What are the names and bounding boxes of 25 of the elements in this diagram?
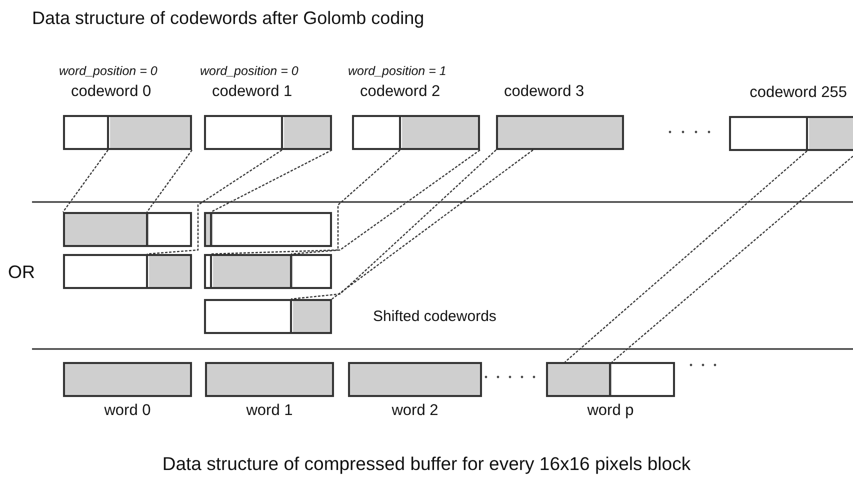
dashed-mapping-line — [332, 150, 534, 300]
dashed-mapping-line — [290, 150, 496, 300]
dashed-mapping-line — [210, 149, 332, 213]
diagram-caption: Data structure of compressed buffer for every 16x16 pixels block — [161, 453, 692, 475]
dashed-mapping-line — [62, 150, 108, 212]
codeword-label: codeword 255 — [750, 84, 847, 102]
operation-label: OR — [8, 262, 35, 283]
codeword-label: codeword 3 — [504, 83, 584, 101]
word-label: word 1 — [245, 402, 294, 420]
dashed-mapping-line — [564, 150, 808, 362]
codeword-label: codeword 2 — [360, 83, 440, 101]
codeword-label: codeword 1 — [212, 83, 292, 101]
word-position-label: word_position = 0 — [200, 64, 298, 78]
diagram-title: Data structure of codewords after Golomb coding — [32, 8, 424, 29]
word-label: word 2 — [390, 402, 440, 420]
word-label: word p — [586, 402, 635, 420]
codeword-label: codeword 0 — [71, 83, 152, 101]
dashed-mapping-line — [290, 150, 480, 255]
dashed-mapping-line — [146, 150, 282, 255]
dashed-mapping-line — [210, 150, 400, 255]
dashed-mapping-line — [146, 150, 192, 212]
word-position-label: word_position = 0 — [59, 64, 158, 78]
word-label: word 0 — [103, 402, 152, 420]
section-label: Shifted codewords — [373, 308, 496, 325]
word-position-label: word_position = 1 — [348, 64, 446, 78]
